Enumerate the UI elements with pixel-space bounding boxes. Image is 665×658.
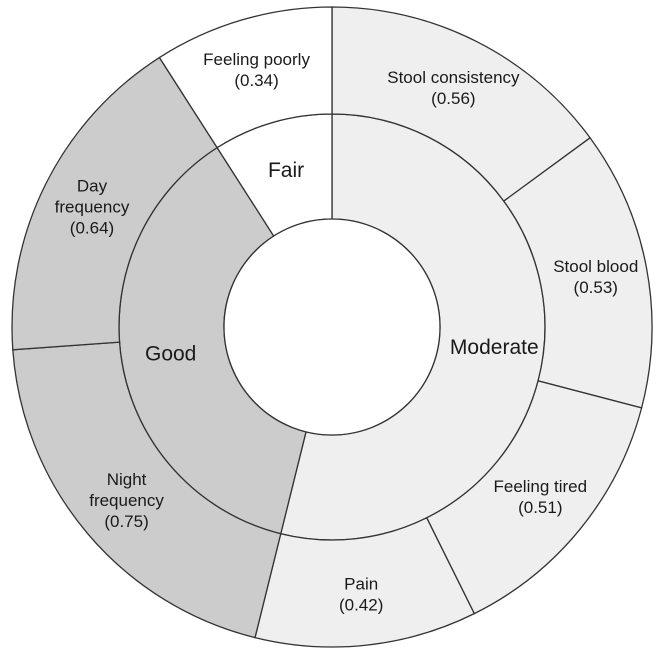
group-label-moderate: Moderate <box>450 336 539 359</box>
segment-labels: Stool consistency (0.56) Stool blood (0.53)… <box>55 50 639 615</box>
segment-value-stool-blood: (0.53) <box>574 278 618 297</box>
segment-label-feeling-tired: Feeling tired <box>494 477 588 496</box>
segment-value-night-frequency: (0.75) <box>104 512 148 531</box>
inner-ring <box>118 113 546 541</box>
outer-ring <box>11 6 653 648</box>
segment-value-pain: (0.42) <box>339 595 383 614</box>
segment-label-stool-blood: Stool blood <box>553 257 638 276</box>
center-hole <box>223 218 441 436</box>
segment-label-day-frequency-line2: frequency <box>55 198 130 217</box>
outer-segment-day-frequency <box>11 56 219 351</box>
segment-label-day-frequency-line1: Day <box>77 177 108 196</box>
segment-label-pain: Pain <box>344 574 378 593</box>
segment-label-night-frequency-line1: Night <box>107 470 147 489</box>
group-label-good: Good <box>145 343 196 366</box>
segment-value-feeling-poorly: (0.34) <box>234 71 278 90</box>
segment-label-night-frequency-line2: frequency <box>89 491 164 510</box>
segment-label-stool-consistency: Stool consistency <box>387 68 520 87</box>
segment-value-feeling-tired: (0.51) <box>518 498 562 517</box>
segment-value-day-frequency: (0.64) <box>70 219 114 238</box>
segment-label-feeling-poorly: Feeling poorly <box>203 50 310 69</box>
segment-value-stool-consistency: (0.56) <box>431 89 475 108</box>
group-label-fair: Fair <box>268 159 304 182</box>
outer-segment-feeling-poorly <box>158 6 333 149</box>
